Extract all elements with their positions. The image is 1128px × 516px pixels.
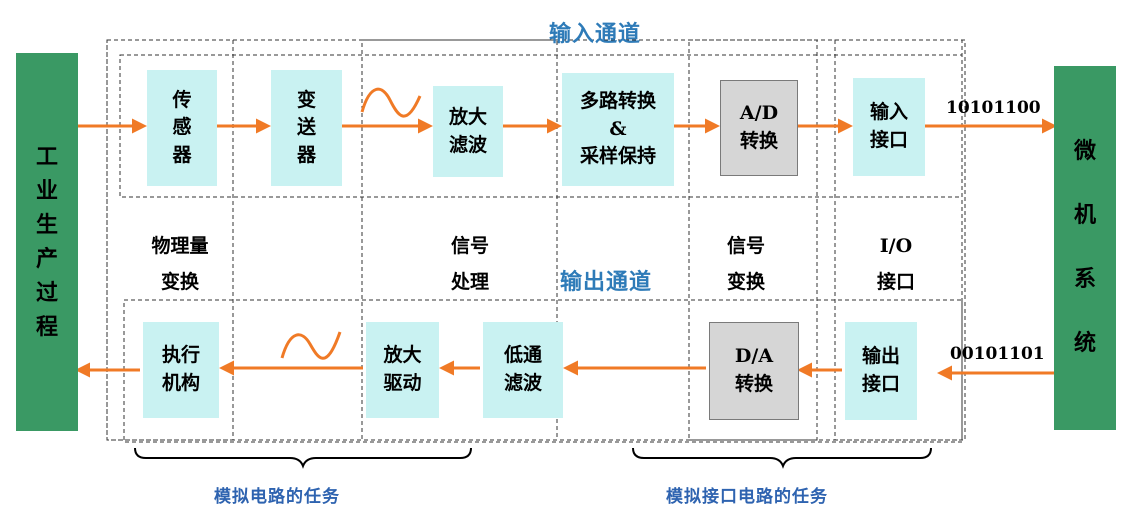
amp-filter-box: 放大 滤波 [433, 86, 503, 177]
microcomputer-char: 系 [1073, 266, 1096, 292]
amp-filter-line: 放大 [448, 105, 487, 128]
input-port-box: 输入 接口 [853, 78, 925, 176]
signal-conv-column-frame [688, 39, 818, 441]
transmitter-box: 变 送 器 [271, 70, 342, 186]
lowpass-filter-line: 低通 [503, 344, 542, 367]
industrial-process-char: 工 [35, 143, 58, 170]
signal-processing-line: 处理 [450, 271, 489, 294]
industrial-process-block: 工 业 生 产 过 程 [16, 53, 78, 431]
input-port-line: 接口 [869, 129, 908, 151]
physical-conversion-line: 物理量 [151, 235, 209, 257]
output-port-line: 接口 [861, 373, 900, 395]
analog-interface-task-label: 模拟接口电路的任务 [666, 487, 828, 507]
da-converter-line: 转换 [734, 373, 773, 395]
output-bits: 00101101 [950, 344, 1045, 364]
amp-filter-line: 滤波 [448, 133, 487, 156]
input-bits: 10101100 [946, 98, 1041, 118]
mux-sample-hold-line: 多路转换 [579, 90, 656, 113]
sensor-label-char: 器 [172, 143, 192, 166]
signal-conversion-line: 变换 [726, 271, 765, 294]
mux-sample-hold-box: 多路转换 & 采样保持 [562, 73, 674, 186]
output-port-line: 输出 [861, 345, 900, 368]
da-converter-box: D/A 转换 [709, 322, 799, 420]
transmitter-label-char: 器 [296, 143, 316, 166]
ad-converter-box: A/D 转换 [720, 80, 798, 176]
amp-drive-line: 放大 [383, 344, 422, 367]
transmitter-label-char: 送 [296, 116, 316, 139]
signal-conversion-label: 信号 变换 [696, 228, 796, 300]
signal-conversion-line: 信号 [726, 235, 765, 257]
actuator-line: 机构 [161, 372, 200, 394]
analog-circuit-task-label: 模拟电路的任务 [214, 487, 340, 507]
lowpass-filter-line: 滤波 [503, 372, 542, 394]
input-channel-title: 输入通道 [549, 21, 642, 47]
input-wave [360, 87, 422, 118]
sensor-label-char: 感 [172, 116, 192, 139]
mux-sample-hold-line: 采样保持 [579, 145, 656, 168]
transmitter-label-char: 变 [296, 88, 316, 111]
physical-conversion-label: 物理量 变换 [130, 228, 230, 300]
ad-converter-line: A/D [739, 102, 779, 125]
amp-drive-line: 驱动 [383, 372, 422, 394]
physical-column-frame [106, 39, 234, 441]
ad-converter-line: 转换 [739, 130, 778, 152]
output-port-box: 输出 接口 [845, 322, 917, 420]
da-converter-line: D/A [734, 345, 774, 368]
physical-conversion-line: 变换 [160, 271, 199, 294]
lowpass-filter-box: 低通 滤波 [483, 322, 563, 418]
arrows [75, 118, 1057, 381]
signal-processing-label: 信号 处理 [420, 228, 520, 300]
input-port-line: 输入 [869, 101, 908, 124]
sensor-box: 传 感 器 [147, 70, 217, 186]
brace-analog-circuit [134, 447, 472, 469]
industrial-process-char: 业 [35, 177, 58, 204]
io-interface-line: I/O [879, 235, 913, 257]
industrial-process-char: 产 [35, 246, 58, 272]
waves [280, 87, 422, 360]
output-channel-title: 输出通道 [560, 269, 653, 295]
io-column-frame [834, 39, 963, 441]
output-wave [280, 331, 342, 360]
microcomputer-block: 微 机 系 统 [1054, 66, 1116, 430]
industrial-process-char: 过 [35, 280, 58, 307]
signal-processing-line: 信号 [450, 235, 489, 257]
microcomputer-char: 机 [1073, 202, 1096, 229]
microcomputer-char: 统 [1073, 329, 1096, 356]
amp-drive-box: 放大 驱动 [366, 322, 439, 418]
braces [134, 447, 932, 469]
sensor-label-char: 传 [172, 88, 192, 111]
io-interface-line: 接口 [876, 271, 915, 294]
brace-analog-interface [632, 447, 932, 469]
industrial-process-char: 生 [35, 211, 58, 238]
microcomputer-char: 微 [1073, 138, 1096, 165]
io-interface-label: I/O 接口 [846, 228, 946, 300]
actuator-line: 执行 [161, 344, 200, 367]
industrial-process-char: 程 [35, 314, 58, 341]
mux-sample-hold-line: & [609, 117, 627, 140]
signal-proc-column-frame [361, 39, 558, 441]
actuator-box: 执行 机构 [143, 322, 219, 418]
